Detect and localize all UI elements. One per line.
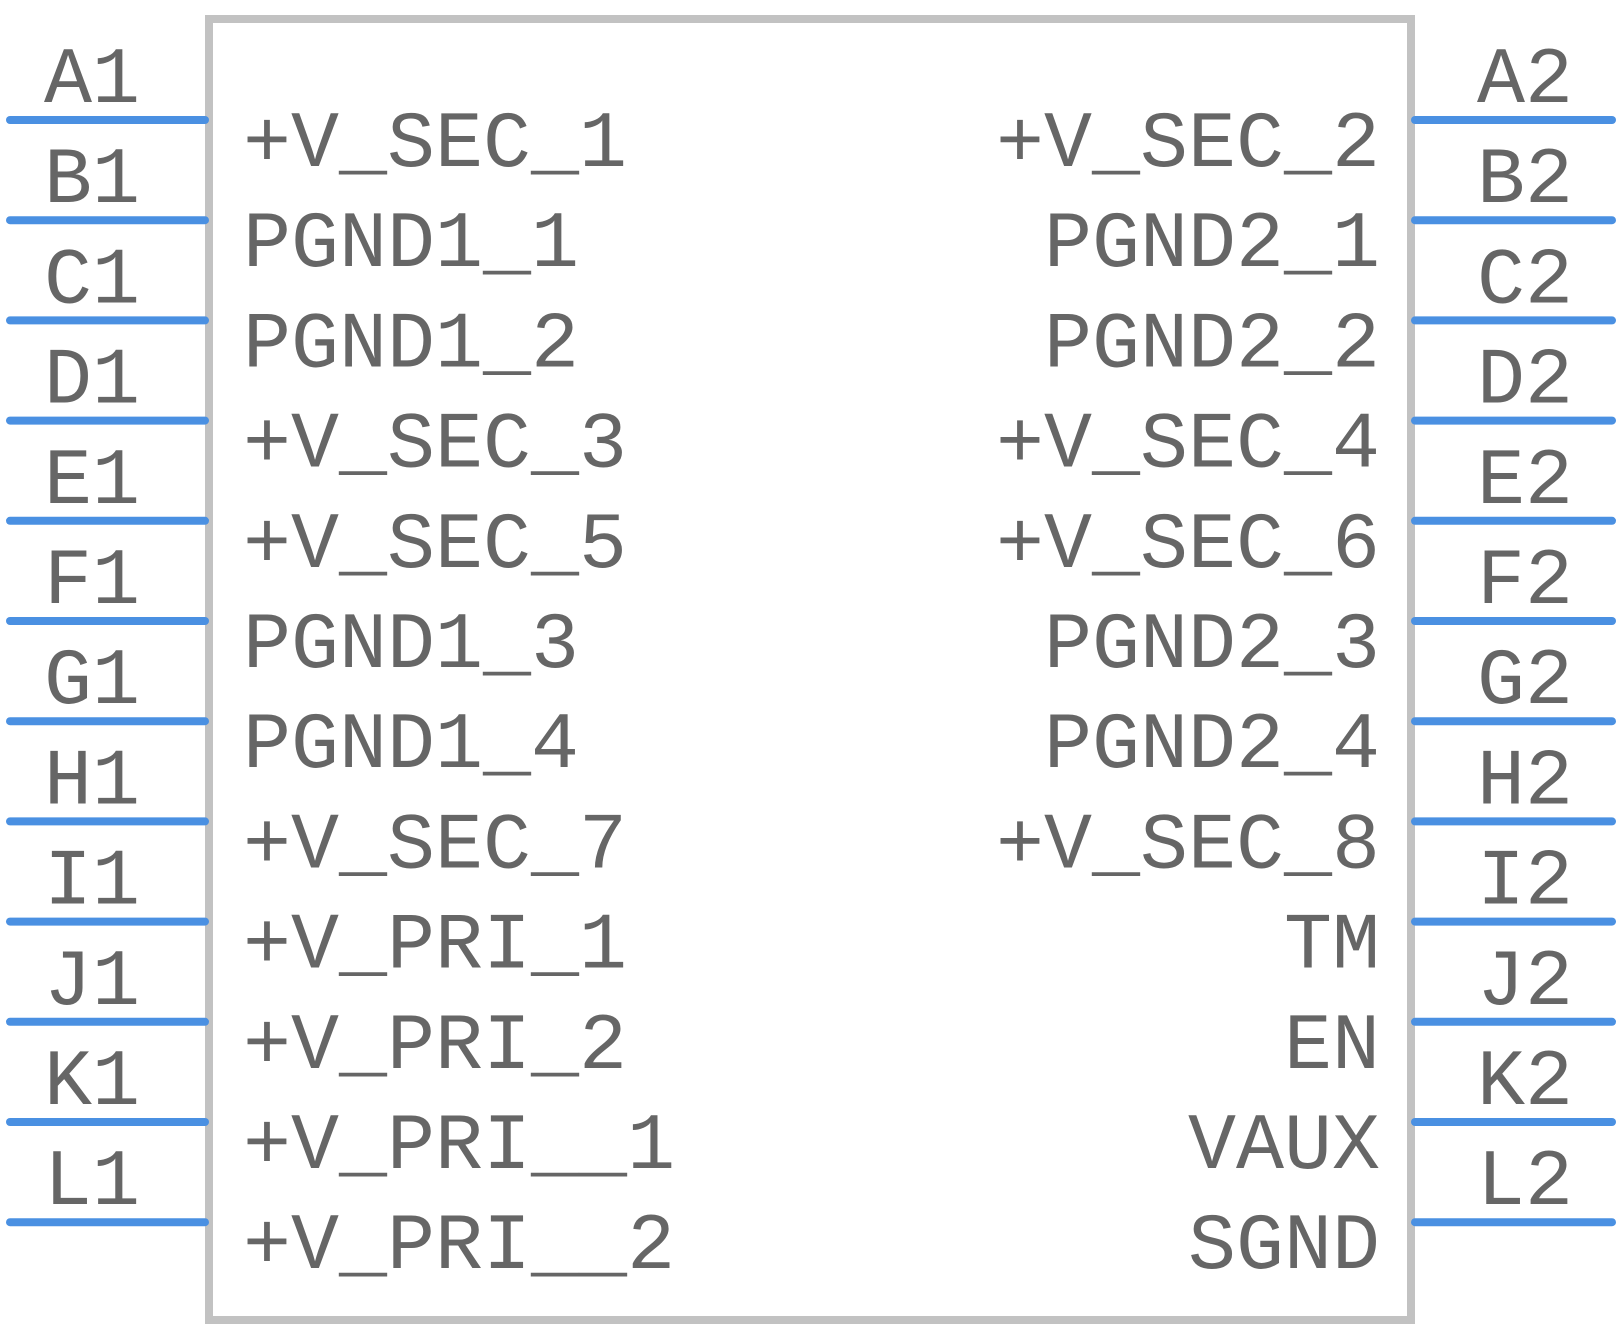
pin-name-a1: +V_SEC_1 <box>243 100 627 191</box>
pin-name-c2: PGND2_2 <box>1044 300 1380 391</box>
pin-name-e1: +V_SEC_5 <box>243 501 627 592</box>
pin-number-k1: K1 <box>44 1038 140 1129</box>
pin-number-j1: J1 <box>44 938 140 1029</box>
pin-number-l1: L1 <box>44 1138 140 1229</box>
pin-number-b2: B2 <box>1477 136 1573 227</box>
pin-name-k1: +V_PRI__1 <box>243 1102 675 1193</box>
pin-name-k2: VAUX <box>1188 1102 1380 1193</box>
pin-number-b1: B1 <box>44 136 140 227</box>
pin-name-g1: PGND1_4 <box>243 701 579 792</box>
pin-name-j1: +V_PRI_2 <box>243 1002 627 1093</box>
pin-number-a2: A2 <box>1477 36 1573 127</box>
pin-name-j2: EN <box>1284 1002 1380 1093</box>
pin-name-g2: PGND2_4 <box>1044 701 1380 792</box>
pin-number-l2: L2 <box>1477 1138 1573 1229</box>
pin-name-b2: PGND2_1 <box>1044 200 1380 291</box>
pin-name-c1: PGND1_2 <box>243 300 579 391</box>
pin-number-g1: G1 <box>44 637 140 728</box>
pin-name-l2: SGND <box>1188 1202 1380 1293</box>
pin-name-l1: +V_PRI__2 <box>243 1202 675 1293</box>
pin-number-i2: I2 <box>1477 838 1573 929</box>
pin-name-i2: TM <box>1284 902 1380 993</box>
pin-number-g2: G2 <box>1477 637 1573 728</box>
pin-number-f2: F2 <box>1477 537 1573 628</box>
pin-number-h1: H1 <box>44 737 140 828</box>
pin-number-k2: K2 <box>1477 1038 1573 1129</box>
pin-name-d1: +V_SEC_3 <box>243 401 627 492</box>
pin-name-h2: +V_SEC_8 <box>996 801 1380 892</box>
pin-number-f1: F1 <box>44 537 140 628</box>
pin-name-d2: +V_SEC_4 <box>996 401 1380 492</box>
pin-name-i1: +V_PRI_1 <box>243 902 627 993</box>
pin-number-e1: E1 <box>44 437 140 528</box>
pin-number-d1: D1 <box>44 337 140 428</box>
component-body <box>205 15 1415 1324</box>
pin-number-c1: C1 <box>44 236 140 327</box>
pin-number-j2: J2 <box>1477 938 1573 1029</box>
pin-number-c2: C2 <box>1477 236 1573 327</box>
pin-number-h2: H2 <box>1477 737 1573 828</box>
pin-name-e2: +V_SEC_6 <box>996 501 1380 592</box>
pin-name-b1: PGND1_1 <box>243 200 579 291</box>
pin-number-i1: I1 <box>44 838 140 929</box>
pin-number-a1: A1 <box>44 36 140 127</box>
pin-number-d2: D2 <box>1477 337 1573 428</box>
pin-number-e2: E2 <box>1477 437 1573 528</box>
pin-name-f2: PGND2_3 <box>1044 601 1380 692</box>
pin-name-h1: +V_SEC_7 <box>243 801 627 892</box>
pin-name-f1: PGND1_3 <box>243 601 579 692</box>
pin-name-a2: +V_SEC_2 <box>996 100 1380 191</box>
